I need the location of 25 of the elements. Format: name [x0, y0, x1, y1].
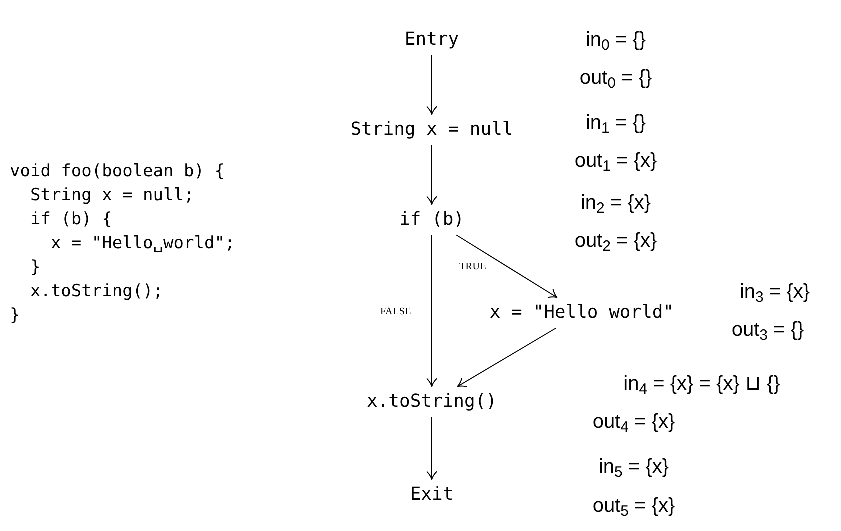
statement-text: if (b) [399, 208, 465, 232]
code-line: x.toString(); [29, 280, 164, 304]
code-line: void foo(boolean b) { [10, 160, 225, 184]
statement-text: x = "Hello world" [490, 302, 674, 324]
code-line: } [10, 304, 20, 328]
statement-text: x.toString() [366, 390, 498, 414]
statement-text: Entry [404, 28, 460, 52]
dataflow-equation: out$_{5}$ = {x} [592, 494, 676, 521]
code-line: if (b) { [29, 208, 112, 232]
statement-text: Exit [410, 484, 454, 506]
code-line: x = "Hello␣world"; [50, 232, 236, 256]
dataflow-equation: in$_{3}$ = {x} [740, 280, 810, 307]
dataflow-equation: in$_{1}$ = {} [586, 111, 646, 138]
code-line: } [29, 256, 41, 280]
statement-text: String x = null [350, 118, 514, 142]
dataflow-equation: in$_{2}$ = {x} [580, 191, 652, 218]
dataflow-equation: out$_{0}$ = {} [580, 66, 652, 93]
dataflow-equation: out$_{3}$ = {} [732, 318, 804, 345]
dataflow-equation: in$_{5}$ = {x} [598, 455, 670, 482]
dataflow-equation: out$_{4}$ = {x} [592, 410, 676, 437]
dataflow-equation: out$_{2}$ = {x} [574, 229, 658, 256]
dataflow-equation: in$_{0}$ = {} [586, 28, 646, 55]
code-line: String x = null; [29, 184, 194, 208]
dataflow-equation: out$_{1}$ = {x} [574, 149, 658, 176]
dataflow-equation: in$_{4}$ = {x} = {x} ⊔ {} [624, 372, 780, 399]
